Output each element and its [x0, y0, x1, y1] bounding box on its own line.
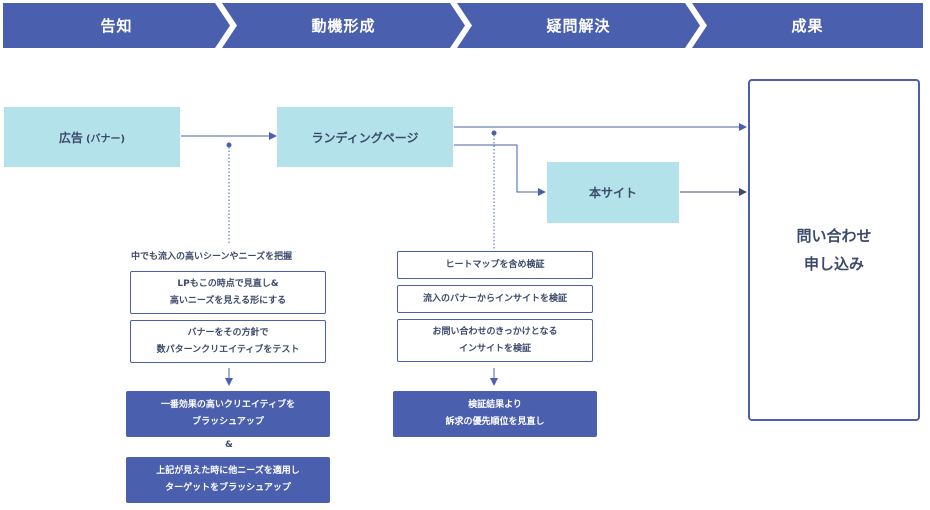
box-text: 一番効果の高いクリエイティブを [160, 400, 296, 410]
box-text: ヒートマップを含め検証 [445, 259, 545, 270]
right-box-banner-insight: 流入のバナーからインサイトを検証 [397, 285, 593, 313]
box-text: お問い合わせのきっかけとなる [432, 326, 558, 337]
goal-box: 問い合わせ 申し込み [748, 79, 920, 421]
landing-label: ランディングページ [311, 130, 419, 145]
stage-label: 動機形成 [311, 17, 376, 35]
box-text: 数パターンクリエイティブをテスト [156, 344, 300, 355]
left-box-lp-review: LPもこの時点で見直し& 高いニーズを見える形にする [130, 271, 326, 314]
left-heading: 中でも流入の高いシーンやニーズを把握 [131, 252, 293, 262]
box-text: インサイトを検証 [458, 343, 531, 354]
stage-question-resolution: 疑問解決 [457, 3, 700, 48]
stage-header: 告知 動機形成 疑問解決 成果 [3, 3, 923, 48]
right-box-inquiry-insight: お問い合わせのきっかけとなる インサイトを検証 [397, 319, 593, 362]
ampersand-connector: & [225, 440, 233, 450]
stage-label: 疑問解決 [546, 17, 611, 35]
box-text: 高いニーズを見える形にする [169, 295, 287, 306]
main-site-box: 本サイト [547, 162, 679, 223]
left-box-banner-test: バナーをその方針で 数パターンクリエイティブをテスト [130, 320, 326, 363]
goal-line1: 問い合わせ [796, 227, 872, 245]
ad-label: 広告 [58, 130, 83, 145]
stage-label: 成果 [791, 17, 824, 35]
box-text: ブラッシュアップ [192, 417, 264, 427]
box-text: ターゲットをブラッシュアップ [165, 483, 291, 493]
box-text: 上記が見えた時に他ニーズを適用し [156, 466, 300, 476]
stage-label: 告知 [100, 17, 133, 35]
left-result-creative: 一番効果の高いクリエイティブを ブラッシュアップ [126, 391, 330, 437]
stage-motivation: 動機形成 [222, 3, 465, 48]
dot-landing-line [491, 130, 497, 136]
box-text: 検証結果より [468, 400, 522, 410]
box-text: バナーをその方針で [187, 327, 269, 338]
right-result-priority: 検証結果より 訴求の優先順位を見直し [393, 391, 597, 437]
box-text: 流入のバナーからインサイトを検証 [422, 293, 567, 304]
goal-line2: 申し込み [803, 255, 864, 273]
main-site-label: 本サイト [588, 186, 637, 200]
left-result-target: 上記が見えた時に他ニーズを適用し ターゲットをブラッシュアップ [126, 457, 330, 503]
ad-sub-label: (バナー) [85, 133, 126, 145]
ad-banner-box: 広告(バナー) [4, 107, 180, 167]
stage-awareness: 告知 [3, 3, 230, 48]
right-box-heatmap: ヒートマップを含め検証 [397, 251, 593, 279]
landing-page-box: ランディングページ [277, 107, 453, 167]
stage-result: 成果 [692, 3, 923, 48]
arrow-landing-to-site [454, 144, 546, 196]
box-text: 訴求の優先順位を見直し [445, 417, 545, 427]
dot-ad-line [226, 142, 232, 148]
box-text: LPもこの時点で見直し& [177, 278, 279, 289]
